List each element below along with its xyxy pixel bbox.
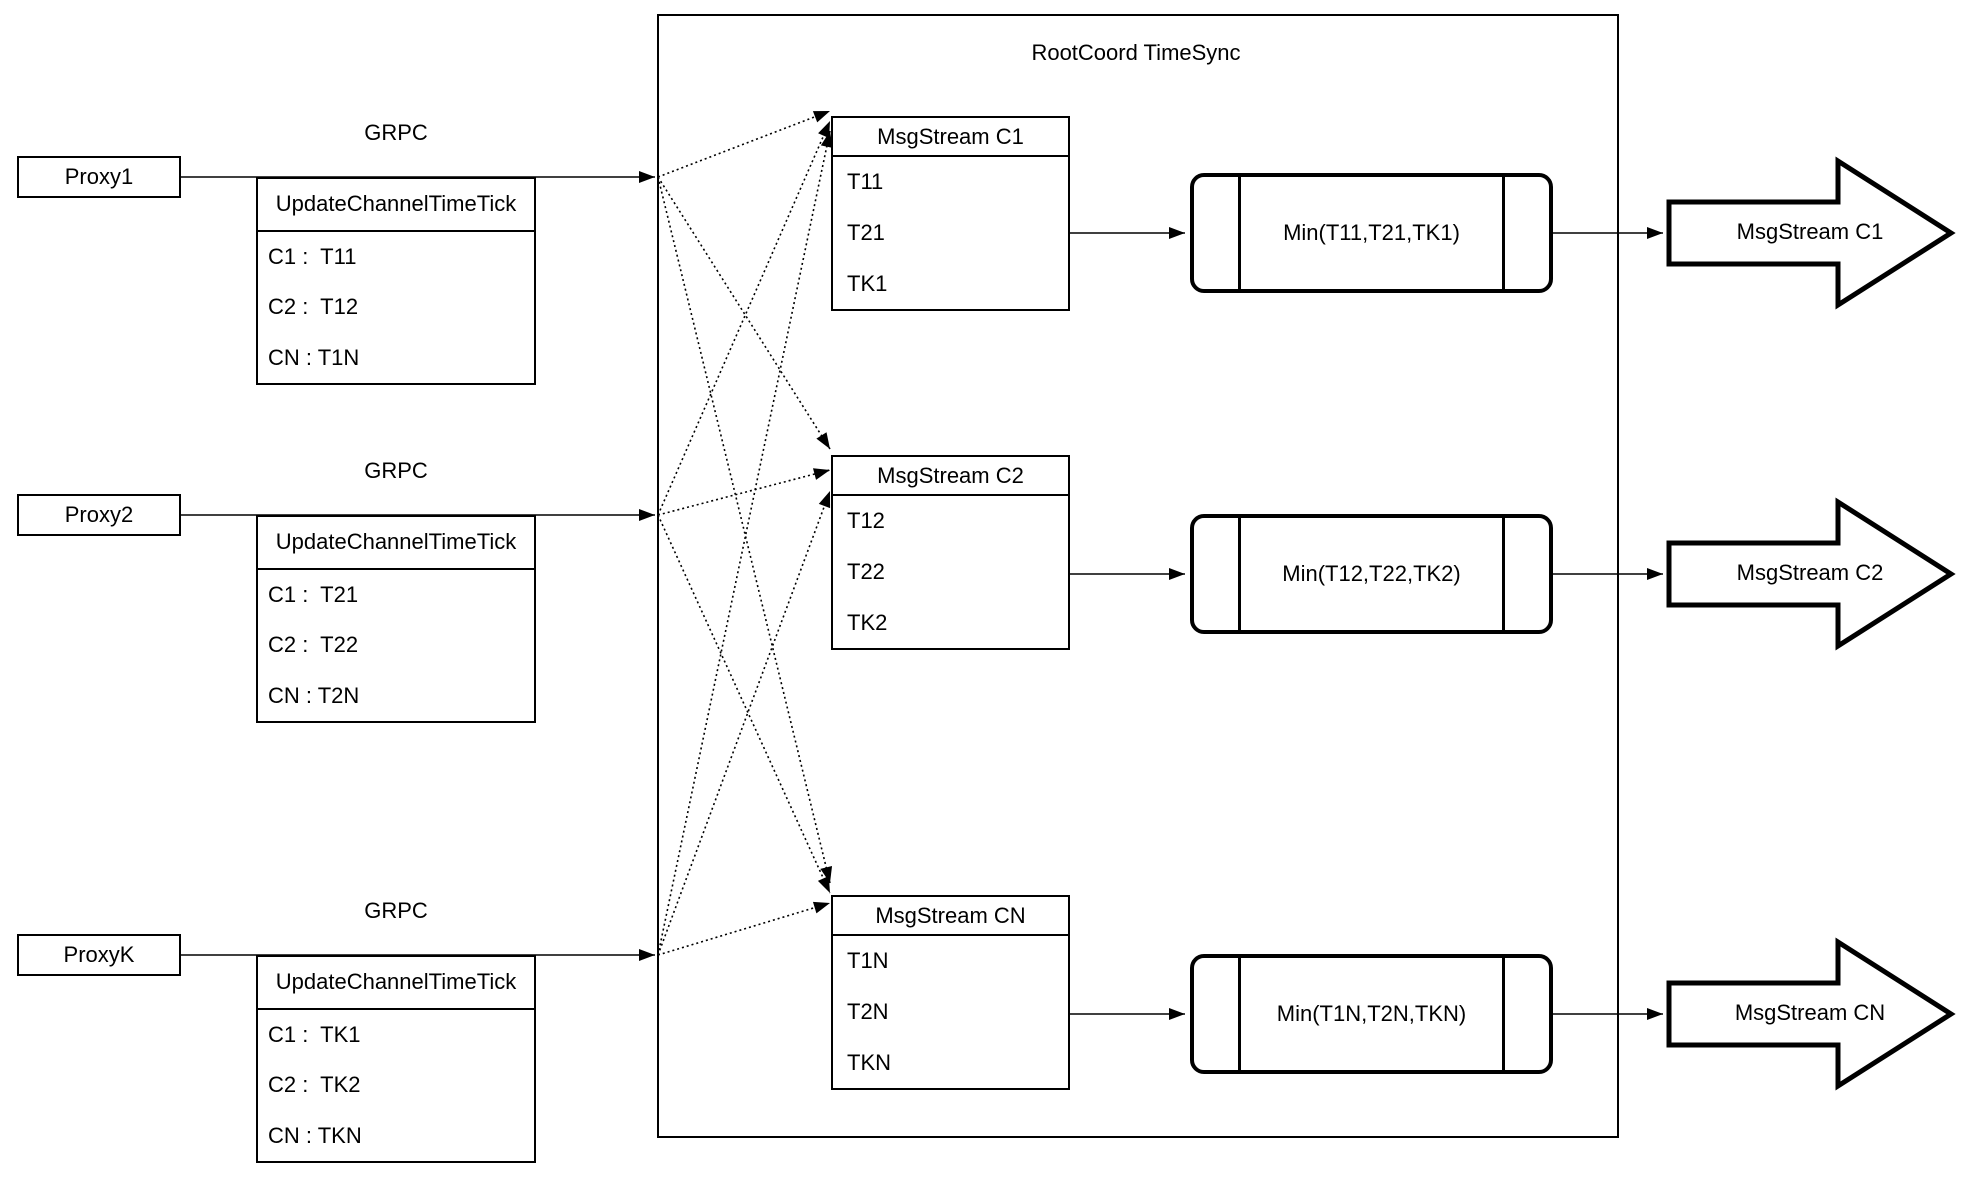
min-box-right-bar [1502,177,1505,289]
output-arrow-label-c1: MsgStream C1 [1736,219,1884,244]
table-row: C1 : TK1 [268,1021,361,1047]
msgstream-header: MsgStream C1 [833,118,1068,158]
output-arrow-label-cn: MsgStream CN [1734,1000,1886,1025]
table-row: C2 : T12 [268,294,359,320]
proxy-label: Proxy2 [64,502,134,527]
min-box-right-bar [1502,518,1505,630]
table-header: UpdateChannelTimeTick [258,517,534,570]
table-row: C1 : T11 [268,243,357,269]
dotted-link-p1-c2 [657,176,831,450]
min-label: Min(T1N,T2N,TKN) [1276,1001,1467,1026]
table-row: CN : T1N [268,344,360,370]
min-label: Min(T11,T21,TK1) [1283,220,1460,245]
output-arrow-label-c2: MsgStream C2 [1736,560,1884,585]
table-row: C2 : TK2 [268,1072,361,1098]
min-process-box-c1: Min(T11,T21,TK1) [1190,173,1553,293]
update-channel-timetick-table-k: UpdateChannelTimeTick C1 : TK1 C2 : TK2 … [256,955,536,1163]
dotted-link-p2-c2 [657,468,831,516]
msgstream-row: TK2 [847,609,888,635]
table-row: CN : T2N [268,682,360,708]
min-box-left-bar [1238,518,1241,630]
msgstream-box-c2: MsgStream C2 T12 T22 TK2 [831,455,1070,650]
proxy-box-k: ProxyK [17,934,181,976]
output-arrow-shape-c1 [1666,156,1956,310]
table-header: UpdateChannelTimeTick [258,179,534,232]
msgstream-box-c1: MsgStream C1 T11 T21 TK1 [831,116,1070,311]
min-box-right-bar [1502,958,1505,1070]
proxy-box-2: Proxy2 [17,494,181,536]
dotted-link-p1-cn [657,176,833,884]
table-header: UpdateChannelTimeTick [258,957,534,1010]
update-channel-timetick-table-1: UpdateChannelTimeTick C1 : T11 C2 : T12 … [256,177,536,385]
msgstream-row: T12 [847,508,885,534]
min-box-left-bar [1238,958,1241,1070]
output-arrow-shape-c2 [1666,497,1956,651]
msgstream-row: T2N [847,999,889,1024]
proxy-box-1: Proxy1 [17,156,181,198]
msgstream-row: T22 [847,559,885,584]
container-title: RootCoord TimeSync [1031,40,1241,65]
table-row: C1 : T21 [268,581,359,607]
output-arrow-shape-cn [1666,937,1956,1091]
min-box-left-bar [1238,177,1241,289]
proxy-label: Proxy1 [64,164,134,189]
msgstream-row: TK1 [847,270,888,296]
dotted-link-pk-c2 [657,490,831,956]
min-label: Min(T12,T22,TK2) [1282,561,1461,586]
msgstream-row: TKN [847,1049,891,1075]
proxy-label: ProxyK [63,942,135,967]
table-row: C2 : T22 [268,632,359,658]
dotted-link-pk-cn [657,901,831,956]
dotted-link-pk-c1 [657,130,833,956]
dotted-link-p2-cn [657,514,831,894]
dotted-link-p2-c1 [657,120,831,516]
msgstream-row: T11 [847,169,884,195]
grpc-label-k: GRPC [364,898,428,923]
grpc-label-2: GRPC [364,458,428,483]
grpc-label-1: GRPC [364,120,428,145]
msgstream-box-cn: MsgStream CN T1N T2N TKN [831,895,1070,1090]
min-process-box-cn: Min(T1N,T2N,TKN) [1190,954,1553,1074]
msgstream-row: T21 [847,220,885,245]
dotted-link-p1-c1 [657,110,831,178]
msgstream-row: T1N [847,948,889,974]
min-process-box-c2: Min(T12,T22,TK2) [1190,514,1553,634]
update-channel-timetick-table-2: UpdateChannelTimeTick C1 : T21 C2 : T22 … [256,515,536,723]
table-row: CN : TKN [268,1122,362,1148]
msgstream-header: MsgStream C2 [833,457,1068,497]
msgstream-header: MsgStream CN [833,897,1068,937]
